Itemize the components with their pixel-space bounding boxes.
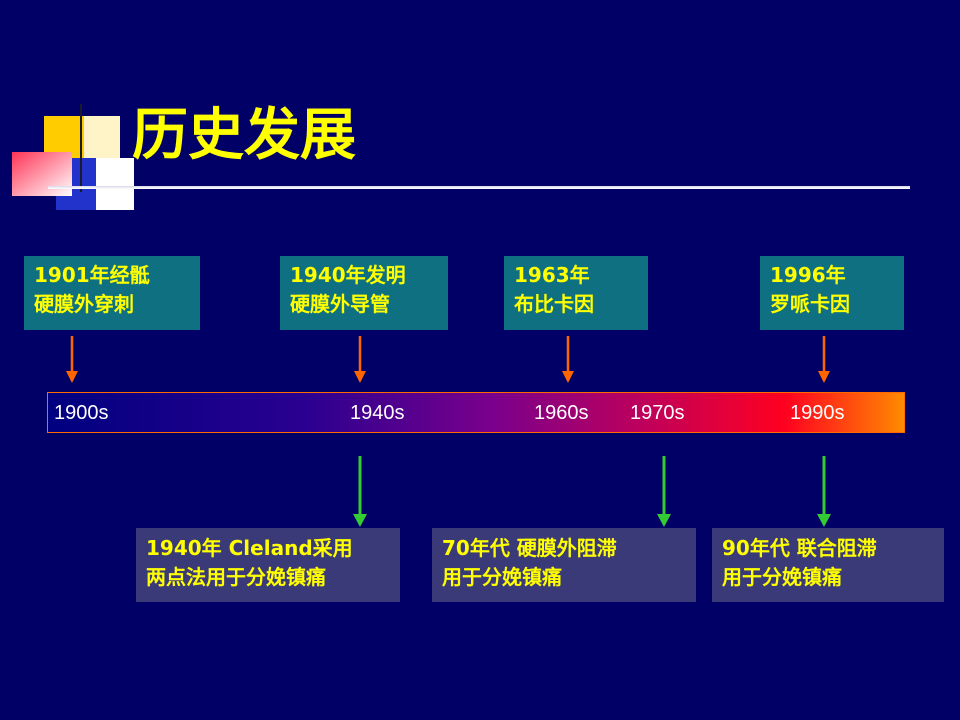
arrow-down-1963 <box>562 336 574 383</box>
timeline-bar: 1900s 1940s 1960s 1970s 1990s <box>47 392 905 433</box>
bottom-event-cleland: 1940年 Cleland采用 两点法用于分娩镇痛 <box>136 528 400 602</box>
arrow-down-1940-cleland <box>353 456 367 527</box>
top-event-1940: 1940年发明 硬膜外导管 <box>280 256 448 330</box>
deco-cream-square <box>84 116 120 158</box>
deco-yellow-square <box>44 116 84 158</box>
top-event-1901: 1901年经骶 硬膜外穿刺 <box>24 256 200 330</box>
bottom-event-1990s: 90年代 联合阻滞 用于分娩镇痛 <box>712 528 944 602</box>
arrow-down-1996 <box>818 336 830 383</box>
title-underline <box>48 186 910 189</box>
top-event-1963: 1963年 布比卡因 <box>504 256 648 330</box>
slide-title: 历史发展 <box>132 102 356 168</box>
deco-white-square <box>96 158 134 210</box>
bottom-event-1970s: 70年代 硬膜外阻滞 用于分娩镇痛 <box>432 528 696 602</box>
timeline-label-1970s: 1970s <box>630 402 685 424</box>
arrow-down-1901 <box>66 336 78 383</box>
arrow-down-1990s <box>817 456 831 527</box>
timeline-label-1900s: 1900s <box>54 402 109 424</box>
arrow-down-1970s <box>657 456 671 527</box>
arrow-down-1940 <box>354 336 366 383</box>
top-event-1996: 1996年 罗哌卡因 <box>760 256 904 330</box>
deco-vertical-line <box>80 104 82 192</box>
timeline-label-1990s: 1990s <box>790 402 845 424</box>
timeline-label-1960s: 1960s <box>534 402 589 424</box>
timeline-label-1940s: 1940s <box>350 402 405 424</box>
